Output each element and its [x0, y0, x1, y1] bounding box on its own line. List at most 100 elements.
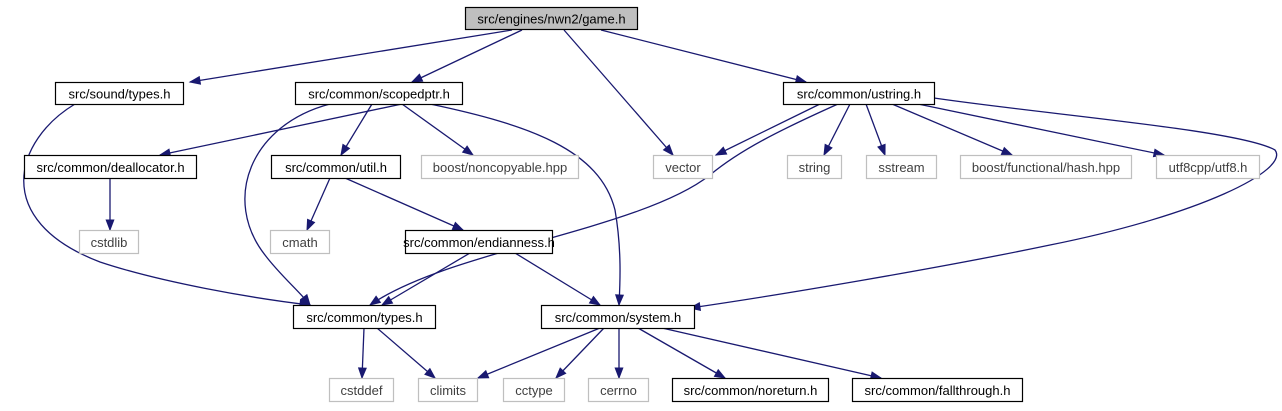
- edge-line: [637, 327, 726, 379]
- node-cmath: cmath: [269, 229, 331, 255]
- edge-arrowhead: [306, 218, 316, 232]
- node-endianness[interactable]: src/common/endianness.h: [403, 229, 555, 255]
- node-util[interactable]: src/common/util.h: [270, 154, 402, 180]
- node-cctype: cctype: [502, 377, 566, 403]
- node-hash: boost/functional/hash.hpp: [959, 154, 1133, 180]
- edge-arrowhead: [357, 367, 367, 380]
- edge-line: [661, 327, 882, 379]
- node-sstream: sstream: [865, 154, 938, 180]
- edge-ustring-to-sstream: [865, 103, 886, 157]
- node-box: [54, 81, 185, 106]
- edge-game-to-vector: [563, 29, 674, 157]
- node-cstddef: cstddef: [328, 377, 395, 403]
- node-box: [786, 154, 843, 180]
- node-noreturn[interactable]: src/common/noreturn.h: [671, 377, 830, 403]
- node-box: [851, 377, 1024, 403]
- node-cerrno: cerrno: [587, 377, 650, 403]
- edge-line: [376, 327, 436, 379]
- node-label: climits: [430, 383, 467, 398]
- node-label: src/common/types.h: [306, 310, 422, 325]
- node-label: src/common/system.h: [555, 310, 681, 325]
- edge-line: [244, 103, 331, 306]
- node-utf8: utf8cpp/utf8.h: [1155, 154, 1261, 180]
- edge-ustring-to-types: [368, 103, 839, 306]
- node-box: [292, 304, 437, 330]
- node-climits: climits: [417, 377, 479, 403]
- edge-line: [159, 103, 403, 156]
- node-label: cerrno: [600, 383, 637, 398]
- node-box: [404, 229, 554, 255]
- node-label: boost/functional/hash.hpp: [972, 160, 1120, 175]
- node-box: [865, 154, 938, 180]
- edge-arrowhead: [614, 367, 624, 380]
- edge-line: [429, 103, 621, 306]
- node-types[interactable]: src/common/types.h: [292, 304, 437, 330]
- node-label: boost/noncopyable.hpp: [433, 160, 567, 175]
- edge-arrowhead: [476, 369, 490, 379]
- edge-line: [689, 97, 1278, 309]
- node-label: src/common/fallthrough.h: [865, 383, 1011, 398]
- node-box: [671, 377, 830, 403]
- node-box: [269, 229, 331, 255]
- edge-line: [23, 103, 311, 306]
- node-label: src/sound/types.h: [69, 87, 171, 102]
- node-label: src/common/endianness.h: [403, 235, 555, 250]
- edge-game-to-soundtypes: [188, 29, 513, 85]
- edge-scopedptr-to-system: [429, 103, 625, 307]
- edge-scopedptr-to-deallocator: [158, 103, 403, 158]
- edge-arrowhead: [877, 143, 886, 157]
- edge-util-to-cmath: [306, 177, 331, 232]
- node-label: cctype: [515, 383, 553, 398]
- edge-arrowhead: [188, 75, 202, 85]
- edge-arrowhead: [461, 145, 475, 156]
- edge-arrowhead: [714, 146, 728, 156]
- node-soundtypes[interactable]: src/sound/types.h: [54, 81, 185, 106]
- edge-arrowhead: [615, 294, 625, 307]
- node-label: cstdlib: [91, 235, 128, 250]
- node-box: [782, 81, 936, 106]
- node-box: [587, 377, 650, 403]
- edge-line: [189, 29, 513, 83]
- edge-arrowhead: [1000, 146, 1014, 156]
- edge-ustring-to-vector: [714, 103, 821, 156]
- edge-system-to-cerrno: [614, 328, 624, 380]
- edge-scopedptr-to-util: [340, 103, 373, 157]
- edge-arrowhead: [300, 293, 311, 307]
- node-box: [959, 154, 1133, 180]
- node-scopedptr[interactable]: src/common/scopedptr.h: [294, 81, 464, 106]
- node-system[interactable]: src/common/system.h: [540, 304, 696, 330]
- node-label: src/common/ustring.h: [797, 87, 921, 102]
- node-deallocator[interactable]: src/common/deallocator.h: [23, 154, 198, 180]
- edge-endianness-to-types: [380, 252, 471, 306]
- edge-arrowhead: [105, 219, 115, 232]
- edge-arrowhead: [340, 143, 351, 157]
- node-label: src/common/scopedptr.h: [308, 87, 450, 102]
- node-box: [23, 154, 198, 180]
- node-ustring[interactable]: src/common/ustring.h: [782, 81, 936, 106]
- node-label: sstream: [878, 160, 924, 175]
- node-box: [270, 154, 402, 180]
- edge-ustring-to-utf8: [917, 103, 1166, 158]
- edge-system-to-fallthrough: [661, 327, 883, 381]
- edge-arrowhead: [713, 368, 727, 379]
- edge-system-to-climits: [476, 327, 601, 379]
- node-box: [652, 154, 714, 180]
- node-box: [420, 154, 580, 180]
- edge-soundtypes-to-types: [23, 103, 312, 309]
- node-fallthrough[interactable]: src/common/fallthrough.h: [851, 377, 1024, 403]
- edge-line: [369, 103, 839, 306]
- node-box: [1155, 154, 1261, 180]
- edge-line: [891, 103, 1013, 156]
- edge-line: [344, 177, 464, 231]
- edge-deallocator-to-cstdlib: [105, 178, 115, 232]
- edge-arrowhead: [380, 295, 394, 306]
- edge-scopedptr-to-noncopyable: [401, 103, 475, 156]
- node-box: [540, 304, 696, 330]
- edge-line: [563, 29, 674, 156]
- node-label: src/common/deallocator.h: [36, 160, 184, 175]
- edge-line: [401, 103, 474, 156]
- node-vector: vector: [652, 154, 714, 180]
- node-box: [294, 81, 464, 106]
- edge-system-to-cctype: [555, 327, 605, 380]
- edge-ustring-to-string: [823, 103, 851, 157]
